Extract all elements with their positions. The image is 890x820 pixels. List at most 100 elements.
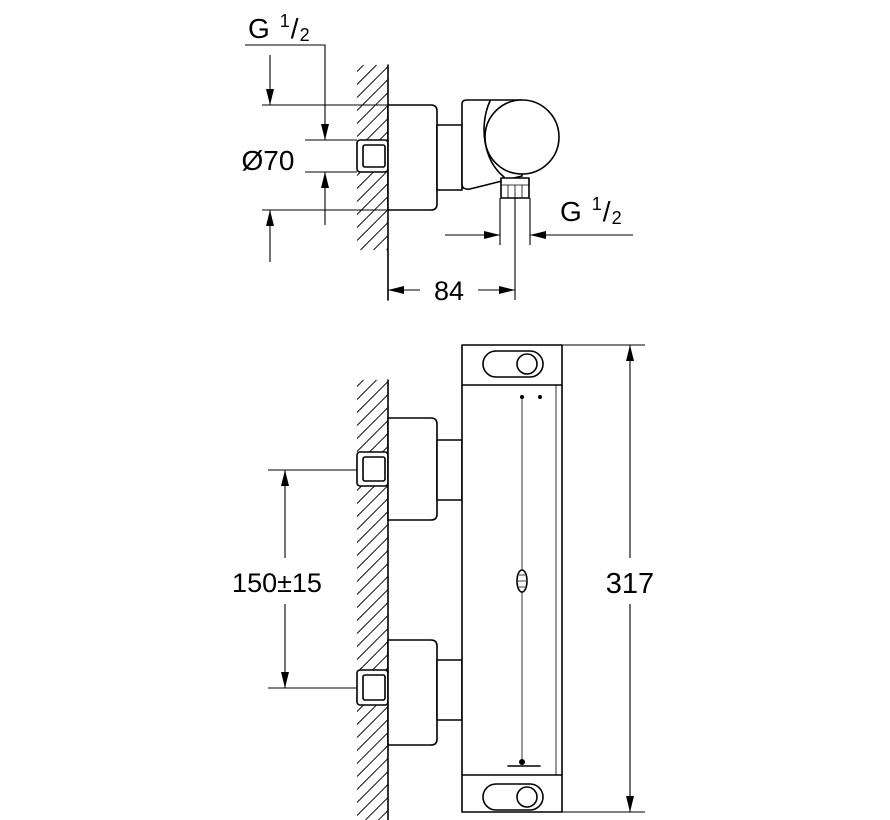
bottom-mark-dot [519, 759, 525, 765]
wall-hatch-line [356, 407, 389, 439]
thread-size-slash: / [291, 13, 299, 44]
wall-hatch-line [356, 498, 389, 530]
handle-slot-top [482, 350, 544, 378]
extension-line-inlet-spacing [268, 469, 357, 689]
wall-hatch-line [356, 524, 389, 556]
wall-hatch-side [356, 64, 389, 251]
wall-hatch-line [356, 758, 389, 790]
arrowhead [388, 286, 404, 294]
wall-rosette-upper [387, 417, 438, 521]
lower-inlet [356, 639, 463, 746]
wall-hatch-line [356, 379, 364, 387]
wall-hatch-line [356, 511, 389, 543]
inlet-nut-side [356, 139, 389, 173]
thread-size-slash: / [603, 196, 611, 227]
bottom-cap [482, 783, 544, 811]
wall-hatch-line [365, 797, 389, 820]
wall-hatch-line [356, 183, 389, 215]
wall-hatch-line [356, 394, 389, 426]
wall-hatch-line [356, 79, 389, 111]
dimension-line-thread-inlet [245, 44, 326, 225]
rosette-neck-lower [436, 659, 463, 721]
arrowhead [281, 672, 289, 688]
thread-size-numerator: 1 [280, 11, 290, 31]
wall-hatch-line [356, 771, 389, 803]
wall-hatch-line [356, 420, 389, 452]
wall-hatch-line [356, 745, 389, 777]
wall-hatch-line [356, 485, 389, 517]
rosette-neck-side [436, 124, 463, 191]
cap-separator-lines [461, 384, 563, 776]
thread-size-base: G [248, 13, 270, 44]
wall-hatch-line [356, 537, 389, 569]
wall-hatch-line [356, 64, 377, 85]
upper-inlet [356, 417, 463, 521]
wall-hatch-line [356, 784, 389, 816]
inlet-nut-inner [362, 674, 386, 701]
wall-hatch-line [356, 589, 389, 621]
wall-hatch-line [356, 66, 389, 98]
handle-knob-top [516, 353, 538, 375]
thermostat-bar-front [461, 344, 563, 813]
inlet-nut-inner [362, 456, 386, 482]
inlet-spacing-label: 150±15 [232, 568, 322, 598]
wall-hatch-line [360, 222, 389, 251]
wall-hatch-line [378, 810, 389, 820]
temperature-knob-side [484, 99, 560, 175]
arrowhead [266, 89, 274, 105]
overall-height-label: 317 [606, 568, 654, 600]
wall-hatch-line [356, 576, 389, 608]
wall-hatch-line [356, 92, 389, 124]
extension-line-thread-outlet [499, 198, 531, 245]
wall-hatch-line [356, 641, 389, 673]
mixer-body-side [461, 99, 560, 199]
arrowhead [484, 231, 500, 239]
wall-rosette-side [387, 104, 438, 211]
arrowhead [321, 124, 329, 140]
wall-hatch-line [356, 379, 377, 400]
wall-hatch-line [356, 615, 389, 647]
arrowhead [281, 470, 289, 486]
wall-hatch-line [356, 550, 389, 582]
thread-size-base: G [560, 196, 582, 227]
arrowhead [626, 796, 634, 812]
outlet-nub-detail [518, 574, 526, 588]
wall-hatch-line [356, 719, 389, 751]
thread-size-denominator: 2 [612, 208, 622, 228]
thread-size-denominator: 2 [300, 25, 310, 45]
extension-line-thread-inlet [305, 139, 357, 173]
outlet-nut-thread [501, 184, 529, 198]
thread-size-numerator: 1 [592, 194, 602, 214]
wall-hatch-line [356, 105, 389, 137]
inlet-nut-inner [362, 144, 386, 168]
diameter-label: Ø70 [242, 145, 295, 176]
wall-hatch-line [356, 196, 389, 228]
wall-hatch-line [373, 235, 389, 251]
front-view: 150±15 317 [232, 344, 654, 820]
extension-line-overall-height [562, 344, 645, 813]
wall-rosette-lower [387, 639, 438, 746]
arrowhead [321, 172, 329, 188]
wall-hatch-line [356, 602, 389, 634]
handle-slot-bottom [482, 783, 544, 811]
marker-dot [538, 395, 542, 399]
wall-hatch-line [356, 209, 389, 241]
wall-hatch-front [356, 379, 389, 820]
wall-hatch-line [356, 706, 389, 738]
wall-hatch-line [356, 170, 389, 202]
wall-hatch-line [356, 64, 364, 72]
top-cap [482, 350, 544, 378]
thermostat-bar-outline [461, 344, 563, 813]
rosette-neck-upper [436, 439, 463, 501]
wall-hatch-line [356, 628, 389, 660]
arrowhead [266, 210, 274, 226]
wall-hatch-line [356, 732, 389, 764]
arrowhead [626, 345, 634, 361]
handle-knob-bottom [516, 786, 538, 808]
arrowhead [530, 231, 546, 239]
marker-dot [520, 395, 524, 399]
